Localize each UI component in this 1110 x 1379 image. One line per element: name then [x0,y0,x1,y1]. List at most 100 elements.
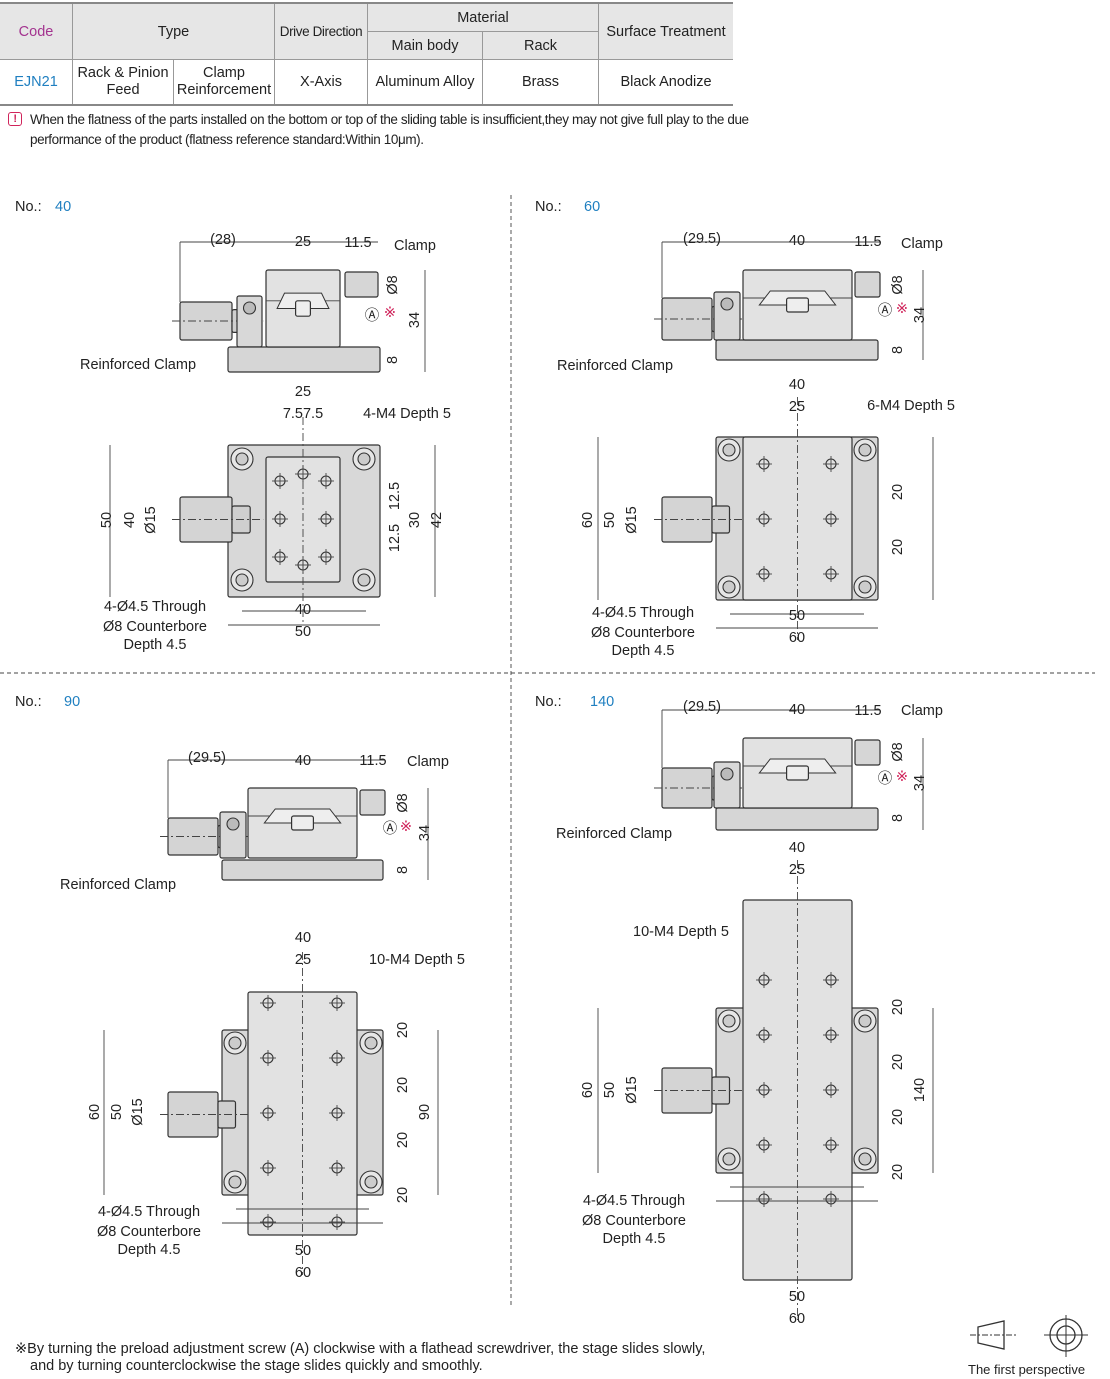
clamp-knob [344,271,379,298]
dimension-label: 25 [294,951,312,968]
dimension-label: 20 [889,483,906,501]
perspective-label: The first perspective [968,1362,1086,1377]
dimension-label: 25 [788,398,806,415]
rack [785,297,809,313]
dimension-label: 90 [416,1103,433,1121]
through-hole-icon [858,580,872,594]
dimension-label: 40 [788,232,806,249]
dimension-label: 50 [788,607,806,624]
dimension-label: Ø8 [394,793,411,813]
dimension-label: 60 [788,1310,806,1327]
clamp-knob [854,739,881,766]
dimension-label: 7.57.5 [282,405,324,422]
header-code: Code [0,2,73,60]
base-plate [227,346,381,373]
base-plate [715,339,879,361]
spec-table: Code Type Drive Direction Material Surfa… [0,2,733,106]
dimension-label: 40 [788,701,806,718]
dimension-label: Ø8 [889,742,906,762]
dimension-label: 34 [406,311,423,329]
dimension-label: 40 [294,929,312,946]
preload-screw-note-mark: ※ [399,818,413,835]
dimension-label: Ø8 Counterbore [103,618,207,635]
dimension-label: Clamp [407,753,449,770]
dimension-label: Ø8 Counterbore [97,1223,201,1240]
dimension-label: Ø15 [129,1098,146,1126]
dimension-label: 34 [911,774,928,792]
dimension-label: 20 [394,1021,411,1039]
dimension-label: 20 [889,1053,906,1071]
dimension-label: (29.5) [188,749,226,766]
type1-line2: Feed [106,82,140,98]
dimension-label: 12.5 [386,523,403,553]
dimension-label: 60 [294,1264,312,1281]
dimension-label: 50 [294,623,312,640]
dimension-label: 50 [601,1081,618,1099]
dimension-label: Ø8 [889,275,906,295]
dimension-label: 12.5 [386,481,403,511]
footer-line1: ※By turning the preload adjustment screw… [15,1341,706,1357]
through-hole-icon [722,443,736,457]
dimension-label: 8 [889,345,906,355]
through-hole-icon [235,573,249,587]
dimension-label: (28) [210,231,236,248]
dimension-label: 20 [889,998,906,1016]
type2-line2: Reinforcement [176,82,272,98]
dimension-label: 20 [889,1108,906,1126]
clamp-screw-icon [226,817,240,831]
dimension-label: 50 [788,1288,806,1305]
dimension-label: Ø15 [623,1076,640,1104]
size-prefix: No.: [535,693,562,710]
dimension-label: Ⓐ [877,770,893,787]
type1-line1: Rack & Pinion [77,65,169,81]
through-hole-icon [858,443,872,457]
first-angle-projection-icon [970,1315,1088,1357]
cell-main-body: Aluminum Alloy [367,59,483,106]
dimension-label: Clamp [901,702,943,719]
dimension-label: 4-Ø4.5 Through [97,1203,201,1220]
dimension-label: Ⓐ [382,820,398,837]
cell-rack: Brass [482,59,599,106]
dimension-label: 40 [121,511,138,529]
dimension-label: 40 [294,601,312,618]
cell-code: EJN21 [0,59,73,106]
through-hole-icon [364,1175,378,1189]
dimension-label: Reinforced Clamp [59,876,177,893]
dimension-label: (29.5) [683,230,721,247]
dimension-label: 60 [86,1103,103,1121]
through-hole-icon [722,1152,736,1166]
dimension-label: (29.5) [683,698,721,715]
preload-screw-note-mark: ※ [895,768,909,785]
dimension-label: 20 [394,1131,411,1149]
dimension-label: 20 [889,538,906,556]
rack [785,765,809,781]
header-drive: Drive Direction [274,2,368,60]
cell-surface: Black Anodize [598,59,733,106]
dimension-label: 60 [788,629,806,646]
dimension-label: Ø15 [623,506,640,534]
through-hole-icon [357,573,371,587]
dimension-label: Reinforced Clamp [79,356,197,373]
dimension-label: 40 [294,752,312,769]
base-plate [221,859,384,881]
size-prefix: No.: [15,198,42,215]
through-hole-icon [722,580,736,594]
through-hole-icon [357,452,371,466]
clamp-screw-icon [720,297,734,311]
dimension-label: 11.5 [854,702,882,719]
dimension-label: Depth 4.5 [123,636,187,653]
dimension-label: 4-Ø4.5 Through [103,598,207,615]
dimension-label: 34 [911,306,928,324]
through-hole-icon [228,1175,242,1189]
through-hole-icon [858,1152,872,1166]
through-hole-icon [364,1036,378,1050]
dimension-label: Reinforced Clamp [555,825,673,842]
clamp-screw-icon [720,767,734,781]
dimension-label: 20 [394,1186,411,1204]
through-hole-icon [235,452,249,466]
dimension-label: 4-M4 Depth 5 [363,405,451,422]
dimension-label: 20 [394,1076,411,1094]
